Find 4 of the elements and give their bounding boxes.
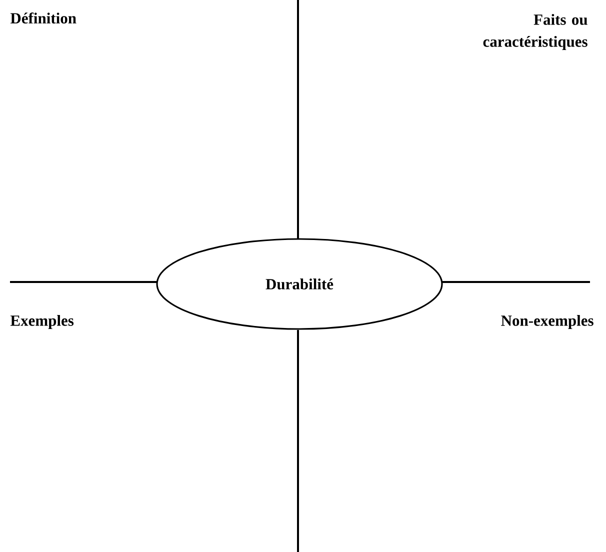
quadrant-label: Définition — [10, 12, 76, 24]
quadrant-label: Faits ou caractéristiques — [483, 14, 588, 50]
quadrant-label: Non-exemples — [501, 314, 594, 329]
quadrant-label: Exemples — [10, 314, 74, 329]
